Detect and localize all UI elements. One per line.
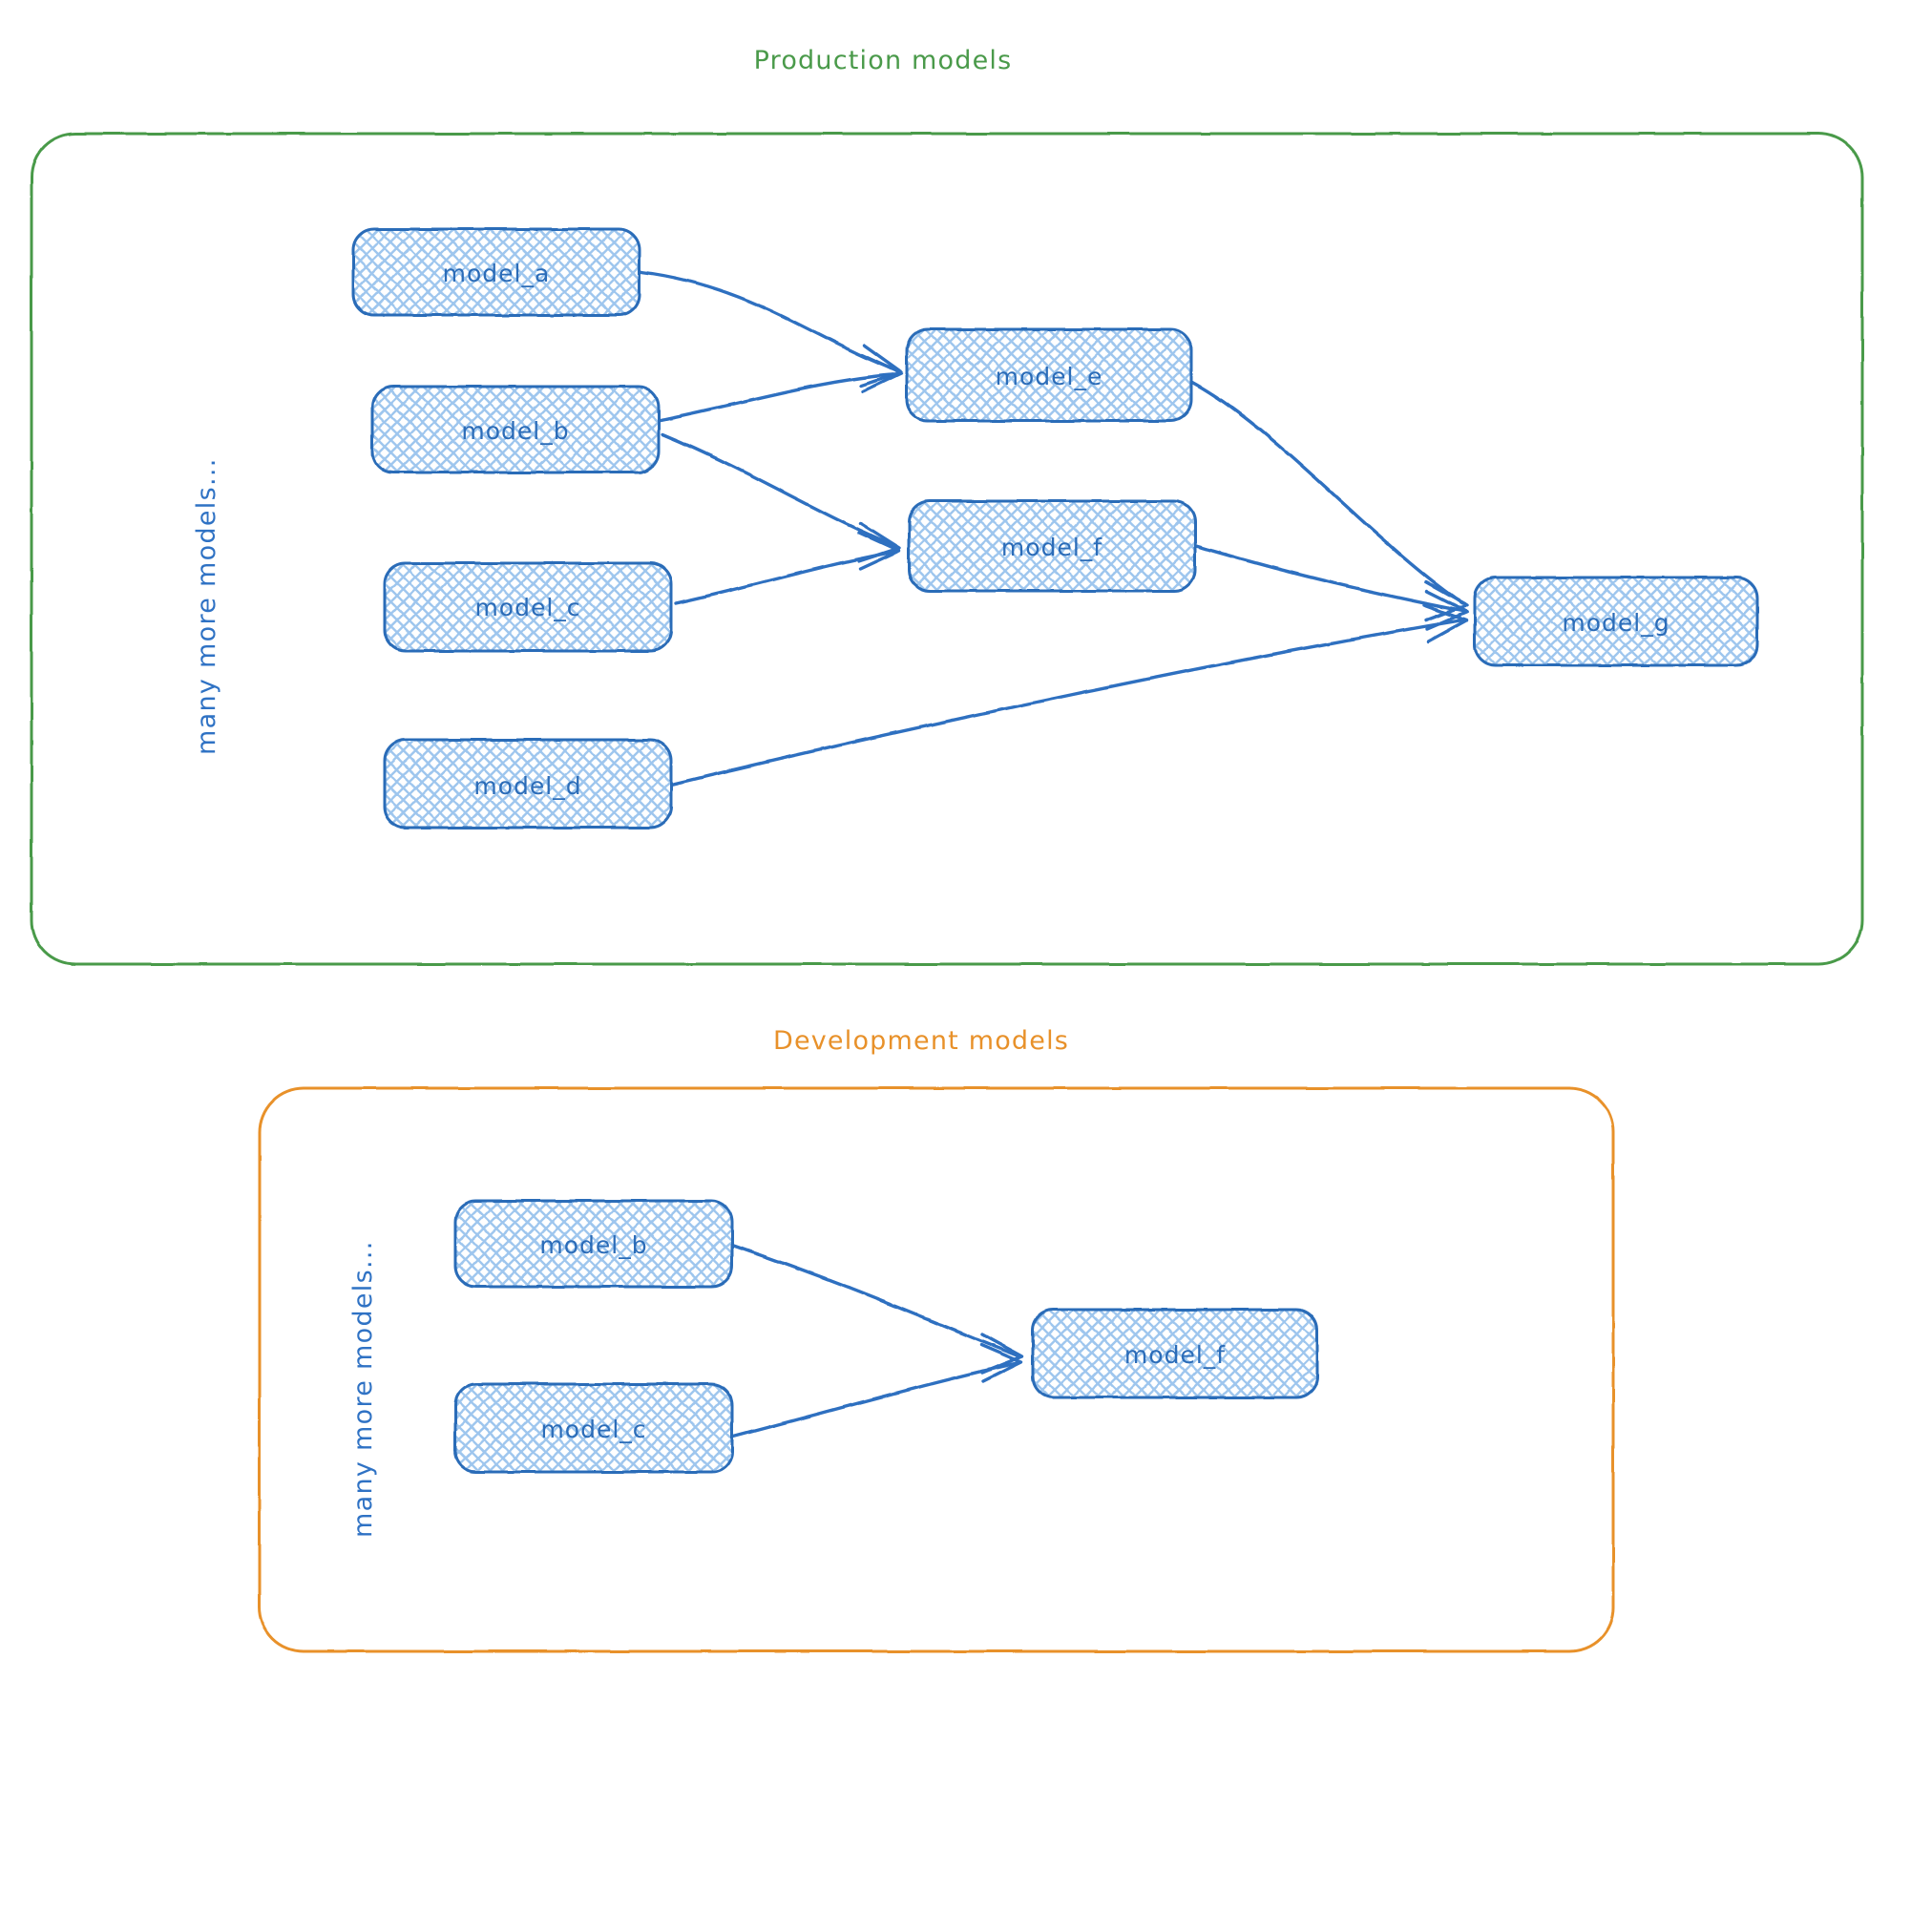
- node-label: model_c: [474, 594, 580, 621]
- edge-model-d-to-model-g: [669, 603, 1468, 787]
- production-edges: [640, 270, 1469, 787]
- production-nodes: model_a model_b model_c model_d model_e: [351, 227, 1759, 830]
- node-prod-model-e[interactable]: model_e: [905, 327, 1193, 423]
- edge-model-c-to-model-f: [674, 531, 901, 605]
- node-dev-model-b[interactable]: model_b: [453, 1199, 734, 1289]
- node-prod-model-g[interactable]: model_g: [1473, 576, 1759, 667]
- node-label: model_f: [1001, 534, 1102, 561]
- development-edges: [731, 1244, 1024, 1438]
- node-label: model_a: [443, 260, 551, 287]
- development-group-title: Development models: [772, 1026, 1070, 1056]
- node-prod-model-f[interactable]: model_f: [907, 499, 1197, 593]
- node-label: model_b: [461, 417, 569, 445]
- edge-model-b-to-model-e: [659, 353, 903, 422]
- diagram-svg: model_a model_b model_c model_d model_e: [30, 132, 1864, 1653]
- edge-model-f-to-model-g: [1194, 544, 1469, 631]
- node-label: model_g: [1562, 609, 1670, 637]
- node-prod-model-a[interactable]: model_a: [351, 227, 641, 317]
- node-label: model_f: [1124, 1341, 1226, 1369]
- node-dev-model-c[interactable]: model_c: [453, 1382, 734, 1474]
- edge-model-a-to-model-e: [640, 270, 903, 388]
- edge-model-b-to-model-f: [661, 432, 901, 563]
- node-prod-model-b[interactable]: model_b: [370, 385, 661, 474]
- development-group-container: [258, 1086, 1615, 1653]
- edge-dev-model-b-to-model-f: [731, 1244, 1024, 1375]
- node-label: model_c: [540, 1416, 646, 1443]
- node-label: model_b: [539, 1231, 647, 1259]
- node-prod-model-c[interactable]: model_c: [383, 561, 673, 653]
- node-dev-model-f[interactable]: model_f: [1031, 1308, 1319, 1399]
- node-prod-model-d[interactable]: model_d: [383, 738, 673, 830]
- node-label: model_e: [996, 363, 1103, 390]
- edge-dev-model-c-to-model-f: [731, 1343, 1023, 1438]
- edge-model-e-to-model-g: [1189, 380, 1469, 622]
- production-group-title: Production models: [753, 46, 1013, 75]
- development-nodes: model_b model_c model_f: [453, 1199, 1319, 1474]
- node-label: model_d: [473, 772, 581, 800]
- production-group-container: [30, 132, 1864, 966]
